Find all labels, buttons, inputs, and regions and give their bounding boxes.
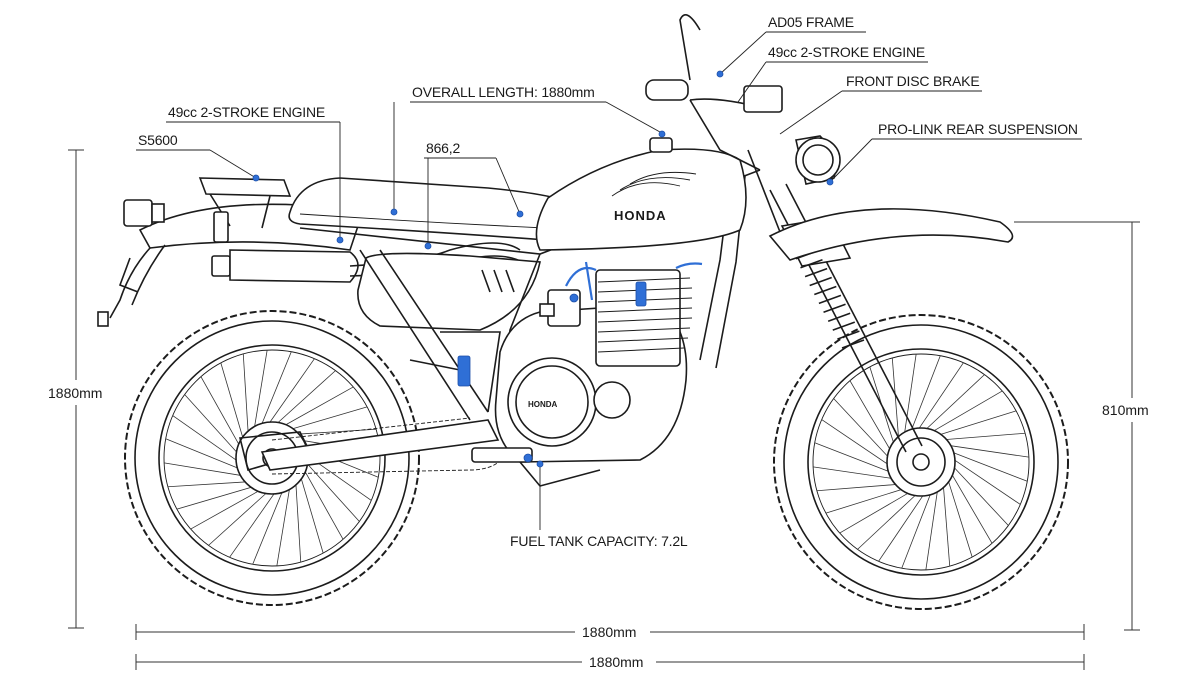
callout-fuel-tank: FUEL TANK CAPACITY: 7.2L: [510, 460, 688, 549]
callout-code-left: S5600: [136, 132, 260, 182]
tail-light: [123, 199, 165, 227]
tank-honda-logo: HONDA: [614, 208, 667, 223]
footpeg: [471, 447, 533, 463]
front-spokes: [813, 354, 1029, 570]
callout-engine-top: 49cc 2-STROKE ENGINE: [737, 44, 928, 103]
front-wheel: [773, 314, 1069, 610]
side-cover: [357, 252, 541, 331]
bottom-length-dimension-1: 1880mm: [135, 624, 1085, 640]
label-rear-suspension: PRO-LINK REAR SUSPENSION: [878, 121, 1078, 137]
bottom-length-label-1: 1880mm: [582, 624, 636, 640]
callout-seat-value: 866,2: [424, 140, 524, 250]
label-frame: AD05 FRAME: [768, 14, 854, 30]
fuel-tank: HONDA: [535, 137, 747, 251]
bottom-length-label-2: 1880mm: [589, 654, 643, 670]
label-code-left: S5600: [138, 132, 178, 148]
label-overall-length: OVERALL LENGTH: 1880mm: [412, 84, 595, 100]
callout-engine-left: 49cc 2-STROKE ENGINE: [166, 104, 344, 244]
left-height-label: 1880mm: [48, 385, 102, 401]
label-front-brake: FRONT DISC BRAKE: [846, 73, 979, 89]
label-engine-left: 49cc 2-STROKE ENGINE: [168, 104, 325, 120]
handlebar-controls: [645, 14, 783, 171]
callout-front-brake: FRONT DISC BRAKE: [779, 73, 982, 135]
engine-cover-logo: HONDA: [528, 400, 558, 409]
label-seat-value: 866,2: [426, 140, 460, 156]
bottom-length-dimension-2: 1880mm: [135, 654, 1085, 670]
engine: HONDA: [471, 269, 693, 487]
left-height-dimension: 1880mm: [48, 149, 102, 629]
label-engine-top: 49cc 2-STROKE ENGINE: [768, 44, 925, 60]
right-height-dimension: 810mm: [1014, 221, 1149, 631]
front-fender-mount: [747, 149, 781, 233]
callout-rear-suspension: PRO-LINK REAR SUSPENSION: [826, 121, 1082, 186]
highlight-accents: [457, 261, 703, 463]
right-height-label: 810mm: [1102, 402, 1149, 418]
front-fender: [768, 208, 1014, 261]
label-fuel-tank: FUEL TANK CAPACITY: 7.2L: [510, 533, 688, 549]
callout-overall-length: OVERALL LENGTH: 1880mm: [390, 84, 666, 216]
headlight: [795, 135, 841, 185]
callout-frame: AD05 FRAME: [716, 14, 866, 78]
